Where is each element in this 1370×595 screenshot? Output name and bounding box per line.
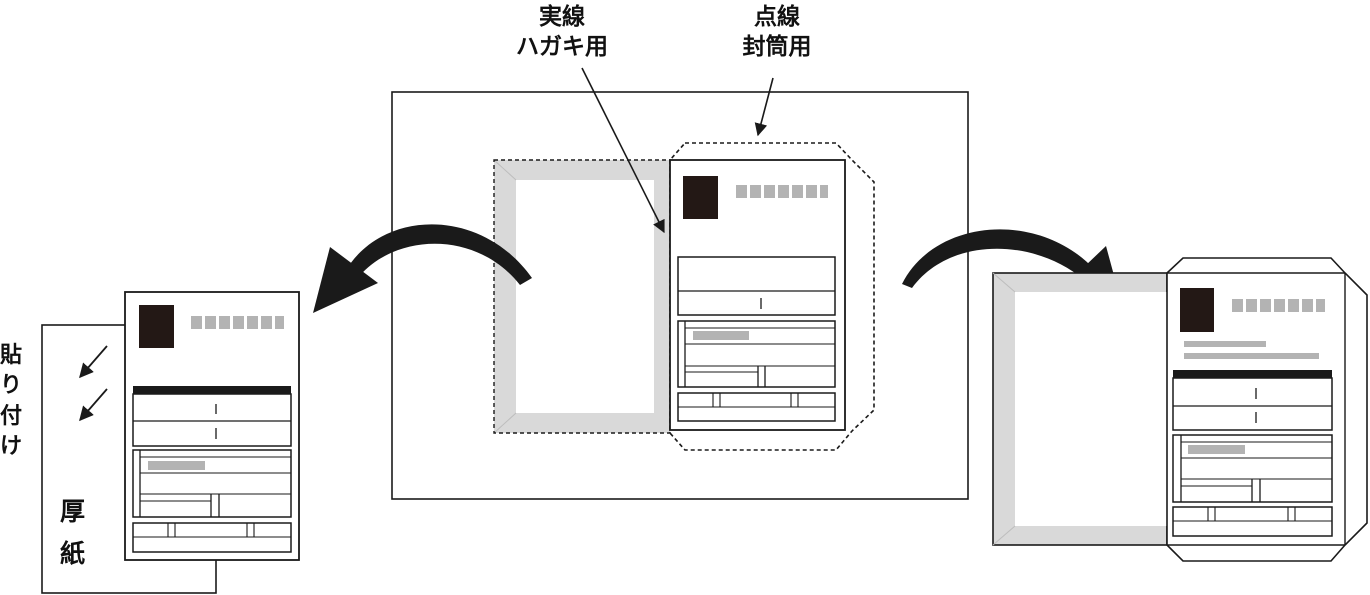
paste-label-4: け [0,434,22,459]
paste-arrows-icon [79,345,108,422]
solid-line-subtitle: ハガキ用 [516,34,608,60]
stamp-box [1180,288,1214,332]
envelope-right [992,257,1368,562]
solid-line-title: 実線 [539,3,585,30]
stamp-box [683,176,718,219]
cardboard-label-1: 厚 [60,497,85,526]
paste-label-2: り [0,373,22,398]
paste-label-1: 貼 [0,342,22,368]
dotted-line-pointer-arrow-icon [754,77,774,137]
stamp-box [139,305,174,348]
postal-code-boxes [191,316,284,329]
dotted-line-subtitle: 封筒用 [743,33,812,60]
postcard-left [124,291,300,561]
envelope-dotted-outline [669,142,875,451]
postal-code-boxes [736,185,828,198]
paste-label-3: 付 [0,404,22,429]
left-curved-arrow-icon [313,224,532,313]
dotted-line-title: 点線 [754,3,800,30]
cardboard-label-2: 紙 [60,539,85,568]
postcard-center [669,159,846,431]
postal-code-boxes [1232,299,1325,312]
solid-line-pointer-arrow-icon [581,67,665,234]
envelope-gray-frame [493,159,671,434]
